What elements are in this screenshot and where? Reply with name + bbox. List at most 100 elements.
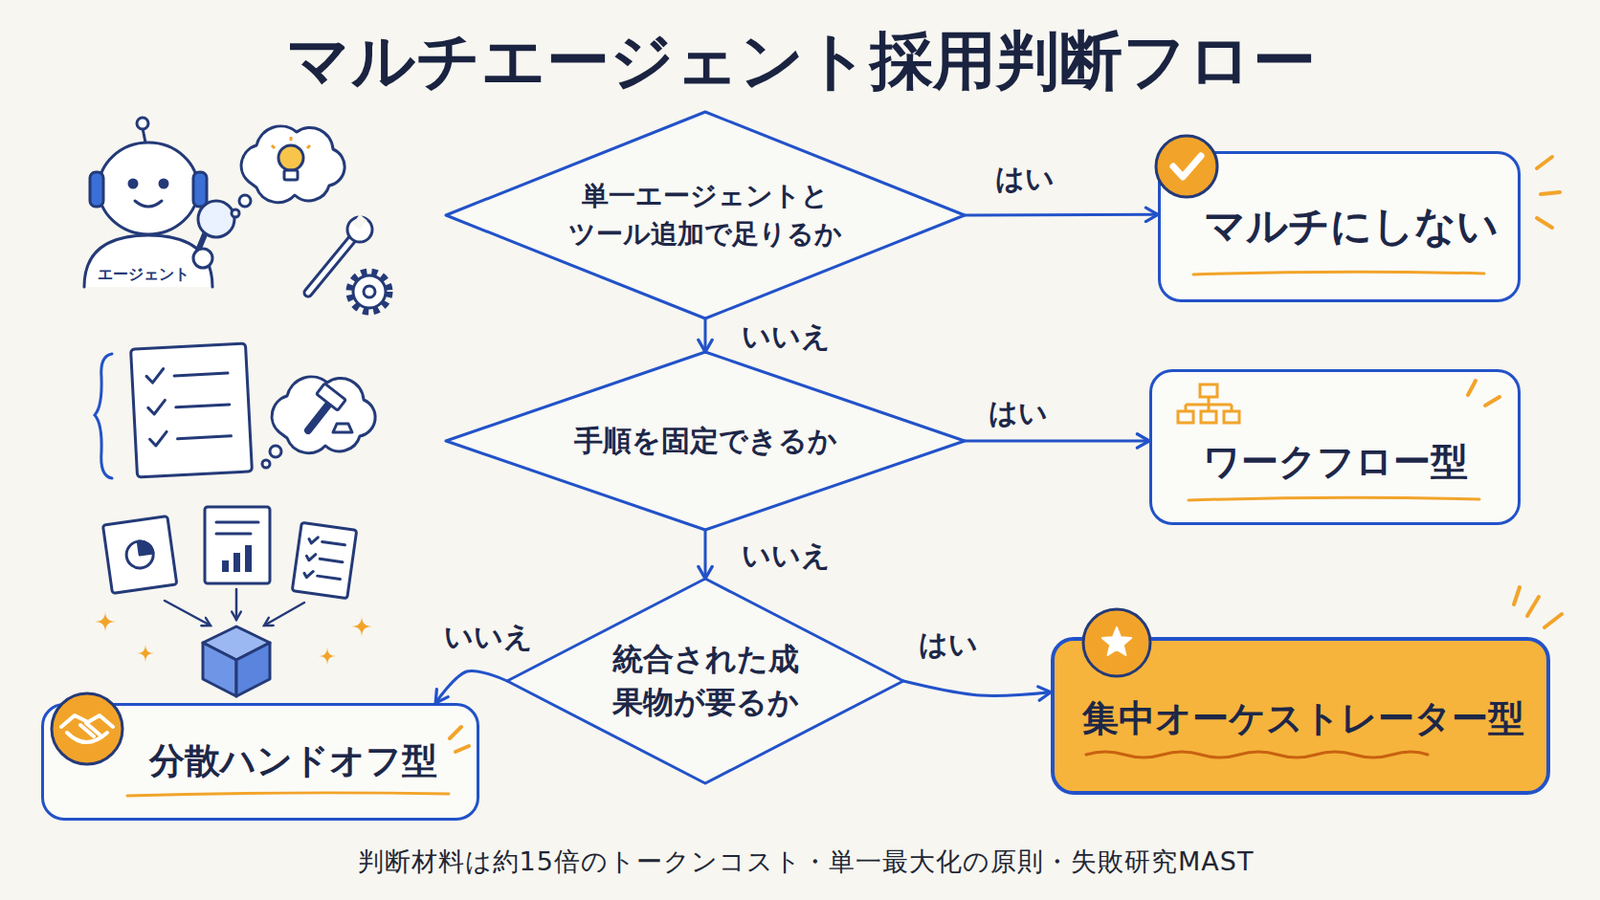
result-text: 集中オーケストレーター型 (1082, 693, 1525, 746)
robot-eye (129, 179, 137, 188)
hammer-handle (308, 403, 330, 431)
edge-label: いいえ (444, 618, 534, 658)
diamond-shape (445, 111, 965, 319)
badge-circle (1083, 609, 1151, 677)
sparkle (351, 616, 373, 638)
bar (244, 545, 252, 573)
tick (449, 727, 462, 739)
lightbulb (278, 145, 304, 171)
result-box: ワークフロー型 (1149, 369, 1521, 526)
tick (455, 746, 469, 753)
sparkle (94, 611, 116, 633)
check-mark (146, 368, 165, 383)
wrench-notch (352, 214, 367, 230)
robot-ear (89, 172, 104, 207)
flow-arrow (964, 213, 1158, 218)
edge-label: はい (995, 159, 1055, 200)
caption: 判断材料は約15倍のトークンコスト・単一最大化の原則・失敗研究MAST (357, 844, 1255, 880)
result-box: 分散ハンドオフ型 (41, 703, 480, 822)
result-text: 分散ハンドオフ型 (149, 736, 438, 788)
cloud-bubble (262, 460, 270, 468)
question-text: 単一エージェントとツール追加で足りるか (561, 177, 849, 254)
robot-ear (193, 172, 207, 207)
wrench-head (347, 217, 373, 243)
document (204, 507, 270, 584)
cloud-outline (271, 377, 376, 454)
list-line (176, 404, 230, 408)
robot-smile (134, 200, 162, 207)
sparkles (94, 611, 373, 666)
tick (1513, 587, 1520, 605)
star-icon (1102, 627, 1132, 656)
question-text: 手順を固定できるか (574, 421, 838, 463)
flow-arrow (704, 318, 708, 353)
list-line (174, 373, 228, 377)
edge-label: はい (918, 625, 978, 666)
edge-label: いいえ (741, 317, 831, 357)
robot-hand (193, 248, 213, 268)
check-mark (303, 570, 313, 578)
checklist-paper (131, 343, 253, 478)
bulb-ray (289, 136, 293, 141)
result-text: マルチにしない (1203, 197, 1499, 256)
cloud-outline (241, 126, 345, 203)
question-text: 統合された成果物が要るか (592, 638, 819, 726)
tick (1536, 218, 1553, 228)
robot-head (98, 142, 199, 235)
edge-label: はい (988, 394, 1048, 434)
document (102, 516, 177, 595)
check-mark (306, 553, 316, 561)
tick (1527, 597, 1539, 617)
org-lines (1185, 397, 1232, 412)
hammer-cloud (262, 377, 376, 468)
flow-arrow (704, 530, 708, 579)
cloud-bubble (231, 209, 240, 218)
sparkle (136, 644, 155, 663)
tick (1536, 156, 1553, 169)
check-icon (1173, 155, 1201, 178)
org-box (1177, 411, 1194, 423)
robot-antenna (142, 128, 146, 143)
text-line (322, 541, 346, 545)
robot-body (84, 235, 213, 288)
merge-arrow (235, 589, 239, 621)
gear-hole (363, 286, 376, 298)
text-line (216, 521, 259, 525)
tick (1485, 397, 1500, 406)
check-badge (1155, 135, 1218, 198)
bar (233, 553, 241, 573)
tick (1544, 614, 1562, 628)
merge-arrow (264, 602, 305, 626)
org-box (1200, 384, 1218, 398)
robot-antenna-ball (136, 117, 149, 130)
text-line (317, 576, 341, 579)
check-mark (147, 400, 166, 415)
check-mark (149, 431, 168, 446)
org-box (1223, 411, 1240, 423)
check-mark (308, 536, 318, 545)
curly-bracket (94, 354, 112, 479)
illustration-label: エージェント (97, 265, 190, 286)
result-text: ワークフロー型 (1202, 435, 1468, 489)
bulb-ray (307, 145, 311, 149)
document (291, 522, 356, 599)
cloud-bubble (239, 195, 251, 207)
result-box: マルチにしない (1157, 151, 1521, 303)
bar (222, 560, 229, 573)
tools-illustration (308, 214, 390, 312)
wrench-handle-fill (308, 239, 353, 293)
title: マルチエージェント採用判断フロー (286, 18, 1316, 105)
bulb-ray (271, 145, 275, 149)
cube-top (202, 626, 270, 661)
cloud-bubble (269, 445, 282, 458)
sparkle (318, 647, 336, 666)
gear-teeth (349, 271, 390, 312)
cube-right (236, 643, 270, 697)
underline (1193, 271, 1485, 275)
lightbulb-base (284, 170, 298, 180)
diamond-outline (507, 578, 904, 784)
